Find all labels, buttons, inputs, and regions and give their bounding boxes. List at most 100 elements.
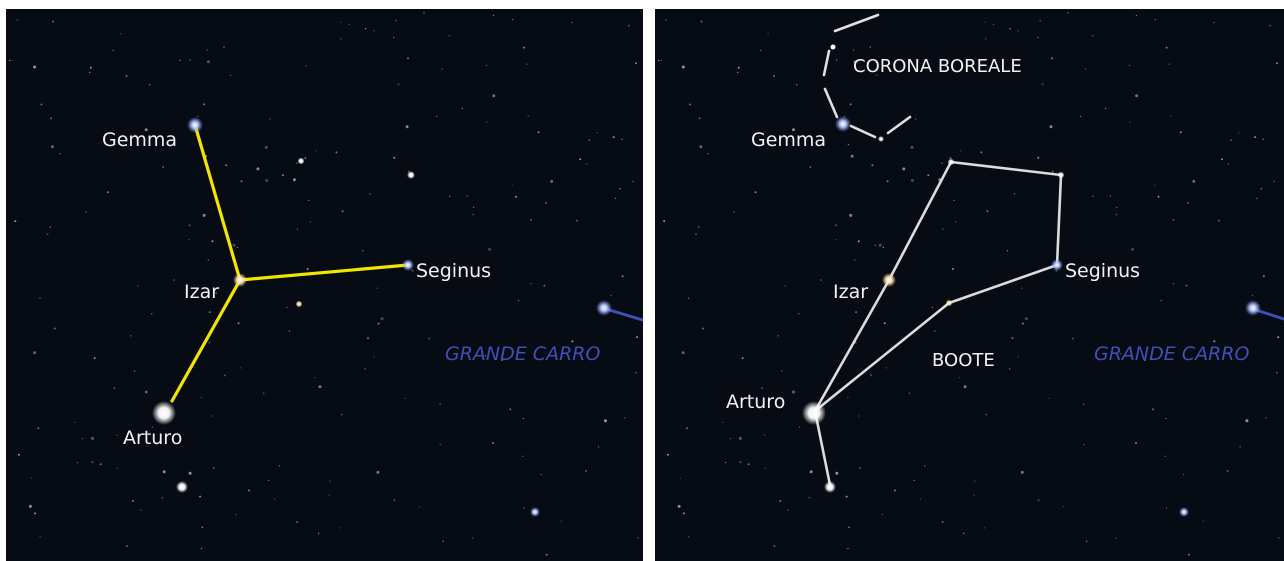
line-izar-top [887,160,953,282]
background-star [682,512,685,515]
background-star [509,408,512,411]
background-star [1037,36,1039,38]
background-star [308,199,310,202]
sky-panel-right: CORONA BOREALE Gemma Izar Seginus BOOTE … [655,9,1284,561]
background-star [511,18,514,21]
background-star [1238,132,1240,134]
background-star [984,21,987,24]
background-star [764,467,766,470]
background-star [1154,184,1156,186]
background-star [919,498,921,500]
background-star [317,532,320,534]
sky-map-left: Gemma Izar Seginus Arturo GRANDE CARRO [9,12,643,556]
background-star [472,206,475,209]
background-star [364,28,367,30]
background-star [1079,115,1082,118]
background-star [737,71,739,74]
background-star [202,213,206,217]
star-izar [882,273,896,287]
background-star [596,132,598,134]
background-star [449,195,451,197]
background-star [870,374,873,377]
background-star [1049,125,1053,129]
background-star [550,179,554,183]
background-star [854,259,856,261]
background-star [773,545,776,548]
background-star [119,33,122,35]
background-star [1217,219,1220,222]
star-gemma [187,117,203,133]
background-star [850,154,854,158]
background-star [637,537,639,539]
background-star [523,46,526,49]
background-star [522,455,524,457]
grande-carro-line [605,307,643,322]
background-star [836,59,838,61]
background-star [1048,397,1050,400]
line-right-edge [1055,173,1063,267]
background-star [1115,213,1118,216]
background-star [377,322,380,325]
background-star [223,46,225,48]
asterism-lines [170,123,410,403]
background-star [1239,446,1241,448]
star-extra [297,157,305,165]
background-star [313,376,316,379]
background-star [223,374,226,377]
background-star [878,243,882,247]
background-star [942,228,944,230]
background-star [519,351,521,354]
background-star [328,494,330,496]
background-star [571,21,573,24]
background-star [81,438,84,440]
background-star [779,500,782,502]
background-star [304,157,307,160]
label-boote: BOOTE [932,350,995,371]
background-star [634,371,637,374]
background-star [199,495,202,498]
label-arturo: Arturo [123,427,182,449]
background-star [845,495,848,498]
background-star [91,436,94,440]
background-star [472,213,475,216]
background-star [634,62,637,65]
background-star [621,138,624,141]
background-star [485,64,488,66]
background-star [1154,18,1156,21]
background-star [588,139,590,141]
background-star [1067,12,1069,14]
background-star [1164,455,1166,457]
background-star [835,471,839,475]
star-extra [295,300,303,308]
background-star [985,38,987,40]
background-star [393,156,396,159]
background-star [439,443,441,446]
background-star [1168,63,1170,65]
background-star [1008,368,1011,370]
background-star [777,334,780,337]
background-star [161,496,164,499]
background-star [855,342,857,344]
background-star [624,417,626,419]
background-star [148,84,151,86]
background-star [306,268,309,270]
background-star [1051,57,1053,60]
background-star [1172,282,1175,285]
background-star [700,20,703,23]
star-boote-right [1057,171,1065,179]
background-star [545,553,548,556]
background-star [687,297,690,299]
background-star [1260,187,1263,190]
background-star [1104,107,1107,110]
background-star [265,179,269,182]
background-star [1187,201,1190,204]
background-star [1182,473,1185,476]
background-star [858,415,860,417]
background-star [286,306,288,309]
background-star [11,59,13,62]
background-star [927,174,930,177]
background-star [695,233,697,236]
background-star [492,94,496,98]
background-star [747,463,750,466]
background-star [924,465,926,467]
